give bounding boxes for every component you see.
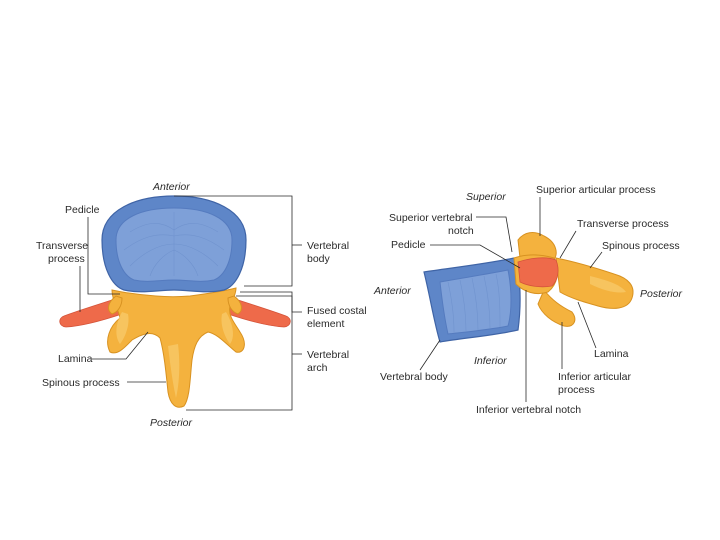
lateral-transverse-process <box>518 258 558 287</box>
fused-costal-label-1: Fused costal <box>307 305 367 317</box>
lateral-transverse-leader <box>560 231 576 258</box>
anterior-label: Anterior <box>152 181 190 193</box>
posterior-label: Posterior <box>150 417 193 429</box>
vertebral-arch-label-2: arch <box>307 362 328 374</box>
lateral-transverse-label: Transverse process <box>577 218 669 230</box>
transverse-label-2: process <box>48 253 85 265</box>
lateral-vbody-leader <box>420 340 440 370</box>
superior-notch-leader <box>476 217 512 252</box>
inferior-label: Inferior <box>474 355 507 367</box>
lateral-vbody-label: Vertebral body <box>380 371 448 383</box>
lateral-view: Superior Inferior Anterior Posterior Sup… <box>373 184 683 416</box>
inferior-articular-label-1: Inferior articular <box>558 371 631 383</box>
lateral-lamina-leader <box>578 302 596 348</box>
superior-view: Anterior Posterior Pedicle Transverse pr… <box>36 181 367 429</box>
superior-notch-label-2: notch <box>448 225 474 237</box>
lateral-lamina-label: Lamina <box>594 348 629 360</box>
transverse-label-1: Transverse <box>36 240 88 252</box>
spinous-label: Spinous process <box>42 377 120 389</box>
lateral-anterior-label: Anterior <box>373 285 411 297</box>
superior-notch-label-1: Superior vertebral <box>389 212 472 224</box>
pedicle-label: Pedicle <box>65 204 100 216</box>
fused-costal-label-2: element <box>307 318 344 330</box>
lateral-posterior-label: Posterior <box>640 288 683 300</box>
vertebral-body-label-2: body <box>307 253 331 265</box>
lamina-label: Lamina <box>58 353 93 365</box>
vertebral-arch-label-1: Vertebral <box>307 349 349 361</box>
lateral-spinous-leader <box>590 252 602 268</box>
inferior-articular-label-2: process <box>558 384 595 396</box>
lateral-pedicle-label: Pedicle <box>391 239 426 251</box>
inferior-notch-label: Inferior vertebral notch <box>476 404 581 416</box>
lateral-spinous-label: Spinous process <box>602 240 680 252</box>
superior-label: Superior <box>466 191 506 203</box>
vertebral-body-label-1: Vertebral <box>307 240 349 252</box>
superior-articular-label: Superior articular process <box>536 184 656 196</box>
